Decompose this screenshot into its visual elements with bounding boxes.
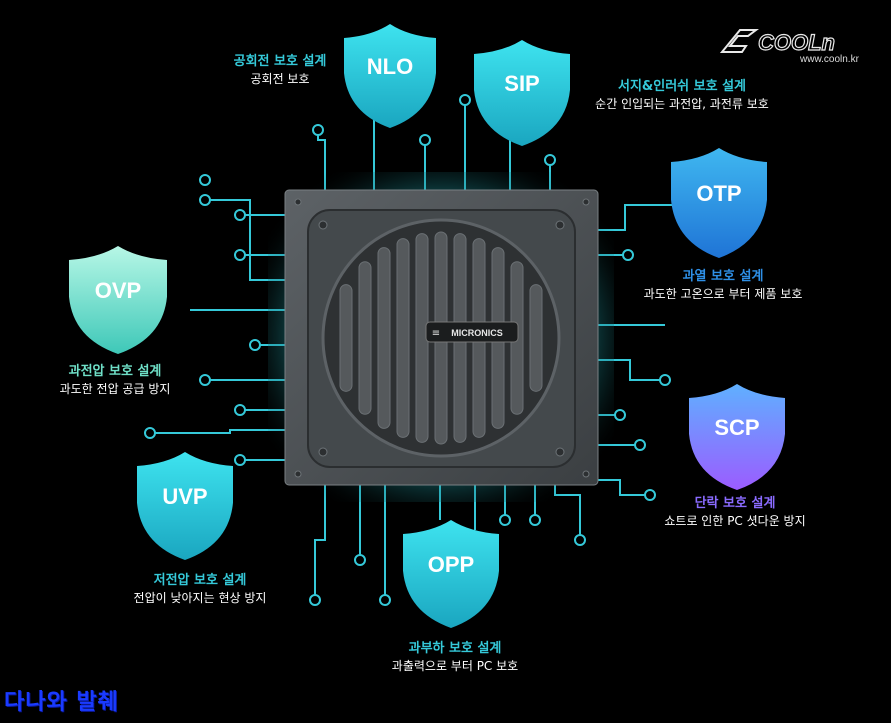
fan-brand-label: MICRONICS	[451, 328, 503, 338]
nlo-label: 공회전 보호 설계 공회전 보호	[200, 53, 360, 88]
scp-shield-code: SCP	[714, 415, 759, 440]
nlo-title: 공회전 보호 설계	[233, 54, 327, 69]
trace-nodes	[144, 94, 671, 606]
opp-title: 과부하 보호 설계	[408, 641, 502, 656]
sip-shield-code: SIP	[504, 71, 539, 96]
fan-badge	[425, 321, 519, 343]
otp-label: 과열 보호 설계 과도한 고온으로 부터 제품 보호	[618, 268, 828, 303]
protection-shields: NLO SIP OTP OVP SCP UVP OPP	[69, 24, 785, 628]
ovp-shield-shape	[69, 246, 167, 354]
grille-bar	[377, 247, 391, 429]
otp-shield-shape	[671, 148, 767, 258]
grille-bar	[396, 238, 410, 438]
uvp-shield-code: UVP	[162, 484, 207, 509]
ovp-shield-code: OVP	[95, 278, 141, 303]
svg-text:COOLn: COOLn	[758, 30, 835, 55]
ovp-label: 과전압 보호 설계 과도한 전압 공급 방지	[30, 363, 200, 398]
fan-brand-icon: ≡	[432, 328, 440, 339]
nlo-desc: 공회전 보호	[250, 72, 310, 86]
nlo-shield-shape	[344, 24, 436, 128]
scp-title: 단락 보호 설계	[694, 496, 776, 511]
opp-desc: 과출력으로 부터 PC 보호	[391, 659, 519, 673]
opp-shield-shape	[403, 520, 499, 628]
scp-shield-shape	[689, 384, 785, 490]
sip-label: 서지&인러쉬 보호 설계 순간 인입되는 과전압, 과전류 보호	[572, 78, 792, 113]
sip-shield-shape	[474, 40, 570, 146]
otp-desc: 과도한 고온으로 부터 제품 보호	[643, 287, 803, 301]
nlo-shield: NLO	[344, 24, 436, 128]
ovp-shield: OVP	[69, 246, 167, 354]
uvp-label: 저전압 보호 설계 전압이 낮아지는 현상 방지	[110, 572, 290, 607]
sip-shield: SIP	[474, 40, 570, 146]
otp-title: 과열 보호 설계	[682, 269, 764, 284]
scp-label: 단락 보호 설계 쇼트로 인한 PC 셧다운 방지	[640, 495, 830, 530]
nlo-shield-code: NLO	[367, 54, 413, 79]
sip-title: 서지&인러쉬 보호 설계	[617, 79, 747, 94]
otp-shield-code: OTP	[696, 181, 741, 206]
psu-unit: MICRONICS ≡	[284, 189, 599, 486]
uvp-desc: 전압이 낮아지는 현상 방지	[133, 591, 267, 605]
watermark-text: 다나와 발췌	[4, 690, 119, 715]
grille-bar	[358, 261, 372, 415]
uvp-shield-shape	[137, 452, 233, 560]
scp-desc: 쇼트로 인한 PC 셧다운 방지	[664, 514, 806, 528]
cooln-logo-mark: COOLn	[719, 29, 836, 56]
grille-bar	[529, 284, 543, 392]
otp-shield: OTP	[671, 148, 767, 258]
opp-label: 과부하 보호 설계 과출력으로 부터 PC 보호	[365, 640, 545, 675]
uvp-title: 저전압 보호 설계	[153, 573, 247, 588]
brand-url: www.cooln.kr	[800, 54, 859, 65]
ovp-title: 과전압 보호 설계	[68, 364, 162, 379]
sip-desc: 순간 인입되는 과전압, 과전류 보호	[595, 97, 769, 111]
opp-shield-code: OPP	[428, 552, 474, 577]
opp-shield: OPP	[403, 520, 499, 628]
ovp-desc: 과도한 전압 공급 방지	[59, 382, 171, 396]
uvp-shield: UVP	[137, 452, 233, 560]
brand-logo: COOLn	[718, 22, 878, 72]
scp-shield: SCP	[689, 384, 785, 490]
grille-bar	[339, 284, 353, 392]
